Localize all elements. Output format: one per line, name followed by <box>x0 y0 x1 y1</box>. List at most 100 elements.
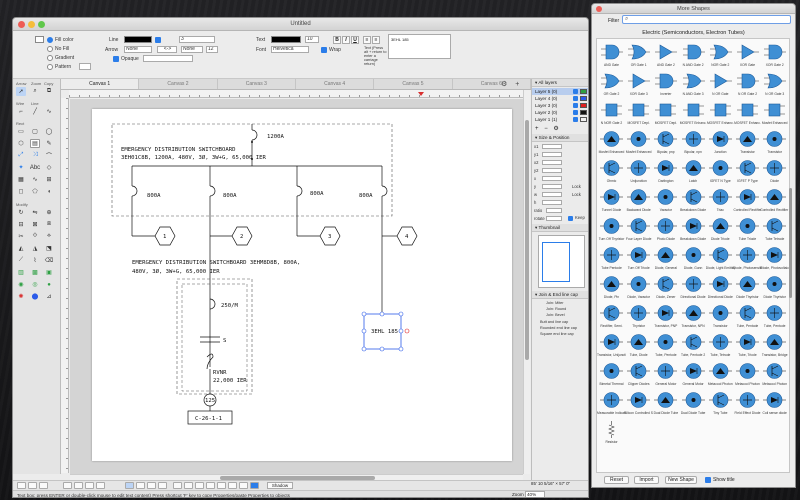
connector-tool[interactable]: ⤢ <box>18 152 24 158</box>
shape-item[interactable]: Varactor <box>653 187 678 215</box>
tab-canvas-6[interactable]: Canvas 6 <box>453 79 531 89</box>
grid-tool[interactable]: ▩ <box>32 270 38 276</box>
table-tool[interactable]: ▦ <box>18 177 24 183</box>
shape-item[interactable]: Bipolar, pnp <box>653 129 678 157</box>
bottom-button-16[interactable] <box>217 482 226 489</box>
shape-item[interactable]: Metacool Photon <box>708 361 733 389</box>
layer-row-4[interactable]: Layer 4 (0) <box>532 95 588 102</box>
shape-item[interactable]: General Motor <box>653 361 678 389</box>
shape-item[interactable]: Bipolar, npn <box>681 129 706 157</box>
wrap-checkbox[interactable] <box>321 47 327 53</box>
join-miter-option[interactable]: Join: Miter <box>546 301 564 305</box>
shape-item[interactable] <box>735 419 760 447</box>
shape-item[interactable]: Diode, Photosensitive <box>733 245 762 273</box>
shape-item[interactable]: Directional Diode <box>708 274 733 302</box>
horizontal-scroll-thumb[interactable] <box>220 476 375 480</box>
text-tool[interactable]: Abc <box>29 164 41 171</box>
tab-canvas-1[interactable]: Canvas 1 <box>61 79 140 89</box>
fill-color-swatch[interactable] <box>35 36 44 43</box>
color-wheel-tool[interactable]: ✺ <box>18 294 24 300</box>
plus-icon[interactable]: + <box>535 126 539 132</box>
bottom-button-1[interactable] <box>17 482 26 489</box>
main-breaker-symbol[interactable] <box>251 129 258 141</box>
shape-item[interactable]: Field Effect Diode <box>735 390 760 418</box>
shape-item[interactable]: Directional Diode <box>681 274 706 302</box>
arc-tool[interactable]: ◖ <box>47 188 51 195</box>
shape-item[interactable]: Photo Diode <box>653 216 678 244</box>
join-bevel-option[interactable]: Join: Bevel <box>546 313 565 317</box>
underline-button[interactable]: U <box>351 36 359 44</box>
bottom-button-9[interactable] <box>136 482 145 489</box>
text-size-field[interactable]: 10 <box>305 36 319 43</box>
align-center-button[interactable]: ≡ <box>372 36 380 44</box>
shape-item[interactable]: OR Gate 2 <box>599 71 624 99</box>
shape-item[interactable]: MOSFET Enhanc. <box>734 100 761 128</box>
shape-item[interactable]: Diode, Varactor <box>626 274 651 302</box>
lock-tool[interactable]: ◉ <box>18 282 24 288</box>
layer-tool[interactable]: ▥ <box>18 270 24 276</box>
shape-grid-scrollbar[interactable] <box>789 38 793 473</box>
hex-marker-2[interactable] <box>231 226 253 246</box>
main-switchboard-box[interactable] <box>111 123 393 217</box>
x1-field[interactable] <box>542 144 562 149</box>
shape-item[interactable]: MOSFET Depl. <box>653 100 678 128</box>
shape-item[interactable]: IGFET N Type <box>708 158 733 186</box>
layer-row-1[interactable]: Layer 1 (1) <box>532 116 588 123</box>
shape-item[interactable]: Breakdown Diode <box>680 216 706 244</box>
hex-2-label[interactable]: 2 <box>240 234 243 240</box>
shape-item[interactable]: XOR Gate 3 <box>626 71 651 99</box>
hex-1-label[interactable]: 1 <box>163 234 166 240</box>
shape-item[interactable]: Turn Off Thyristor <box>599 216 624 244</box>
all-layers-header[interactable]: ▾ All layers <box>532 79 588 87</box>
bottom-button-2[interactable] <box>28 482 37 489</box>
shape-item[interactable]: Transistor <box>708 303 733 331</box>
show-tool[interactable]: ● <box>47 281 51 288</box>
hex-marker-3[interactable] <box>319 226 341 246</box>
main-switchboard-title[interactable]: EMERGENCY DISTRIBUTION SWITCHBOARD <box>121 147 236 153</box>
shape-item[interactable]: Backward Diode <box>626 187 651 215</box>
thumbnail-header[interactable]: ▾ Thumbnail <box>532 224 588 232</box>
shape-item[interactable]: Diode, General <box>653 245 678 273</box>
panel-rect[interactable] <box>187 410 233 425</box>
hex-3-label[interactable]: 3 <box>328 234 331 240</box>
vertical-scroll-thumb[interactable] <box>525 120 529 360</box>
branch-2[interactable] <box>209 166 232 237</box>
show-title-checkbox[interactable] <box>705 477 711 483</box>
shape-item[interactable]: Tube, Triode <box>735 332 760 360</box>
bezier-tool[interactable]: ⌒ <box>45 154 52 160</box>
close-window-button[interactable] <box>596 6 602 12</box>
pattern-radio[interactable] <box>47 64 53 70</box>
hex-marker-4[interactable] <box>396 226 418 246</box>
branch-1[interactable] <box>131 166 155 237</box>
bottom-button-14[interactable] <box>195 482 204 489</box>
main-breaker-label[interactable]: 1200A <box>267 134 284 140</box>
arrow-start-select[interactable]: None <box>124 46 152 53</box>
shape-item[interactable]: MOSFET Enhanc. <box>707 100 734 128</box>
shape-item[interactable]: Tube, Pentode 2 <box>681 332 706 360</box>
shape-item[interactable]: Tube, Tetrode <box>708 332 733 360</box>
circle-marker-label[interactable]: 125 <box>205 398 215 404</box>
shape-item[interactable] <box>626 419 651 447</box>
sub-switchboard-box[interactable] <box>176 278 253 395</box>
bottom-button-7[interactable] <box>96 482 105 489</box>
smooth-tool[interactable]: ⌇ <box>33 258 37 264</box>
breaker-2-label[interactable]: 800A <box>223 193 237 199</box>
palette-tool[interactable]: ⬤ <box>31 294 39 300</box>
bottom-button-10[interactable] <box>147 482 156 489</box>
bottom-button-11[interactable] <box>158 482 167 489</box>
opacity-select[interactable] <box>143 55 193 62</box>
shape-item[interactable]: Breakdown Diode <box>680 187 706 215</box>
hide-tool[interactable]: ◎ <box>32 282 38 288</box>
shape-item[interactable]: Diode, Gunn <box>681 245 706 273</box>
minimize-window-button[interactable] <box>28 21 35 28</box>
hex-marker-1[interactable] <box>154 226 176 246</box>
bottom-button-19[interactable] <box>250 482 259 489</box>
bottom-button-13[interactable] <box>184 482 193 489</box>
shape-item[interactable] <box>653 419 678 447</box>
bottom-button-8[interactable] <box>125 482 134 489</box>
shape-item[interactable]: Tube Pentode <box>599 245 624 273</box>
shape-grid-scroll-thumb[interactable] <box>789 188 792 298</box>
breaker-4-label[interactable]: 800A <box>359 193 373 199</box>
thumbnail-preview[interactable] <box>538 235 585 288</box>
thumbnail-viewport[interactable] <box>542 242 570 282</box>
